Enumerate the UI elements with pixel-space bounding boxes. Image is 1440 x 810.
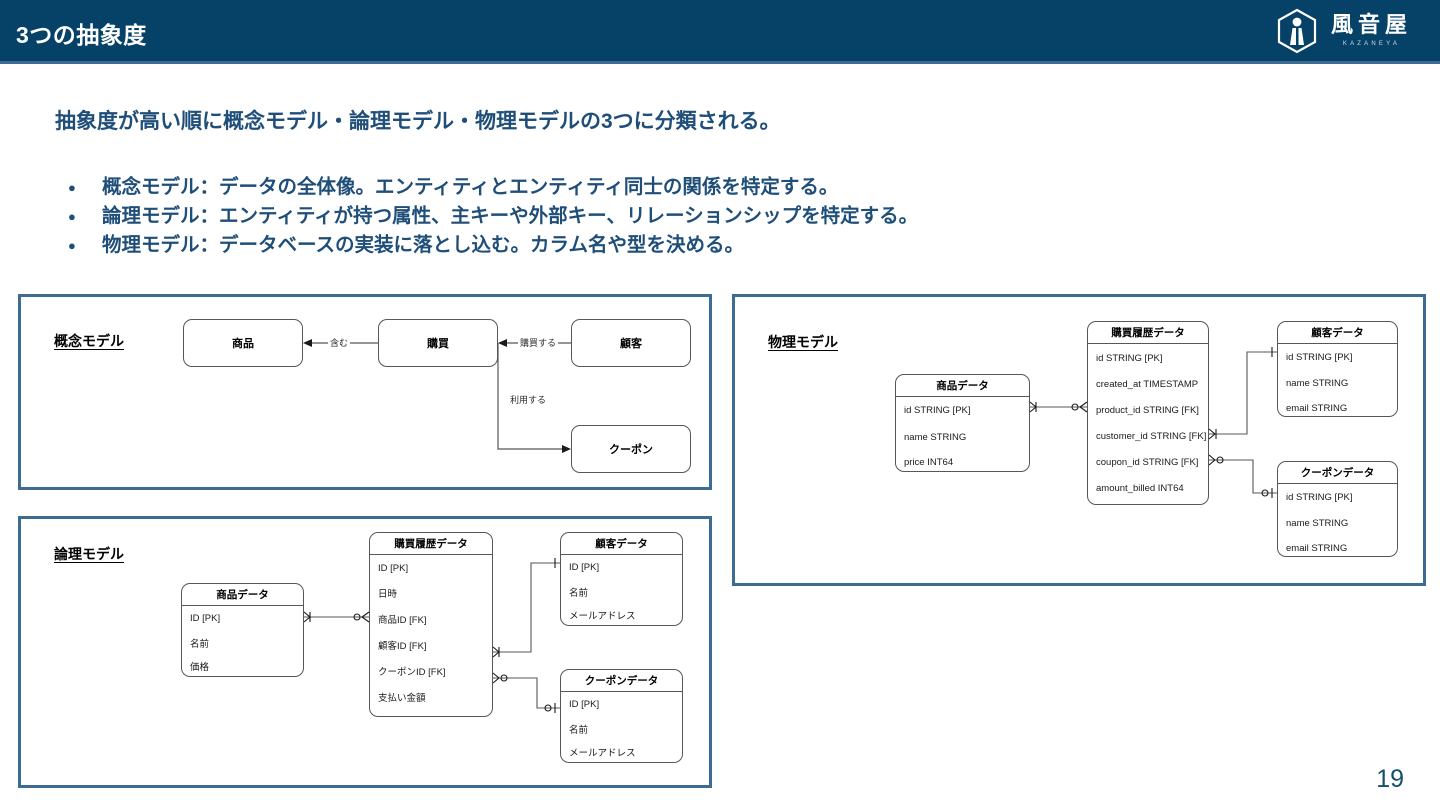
table-field: メールアドレス: [569, 748, 636, 759]
bullet-list: ● 概念モデル：データの全体像。エンティティとエンティティ同士の関係を特定する。…: [62, 173, 918, 260]
table-header: 購買履歴データ: [1088, 322, 1208, 344]
table-field: amount_billed INT64: [1096, 483, 1184, 494]
slide-header-bar: [0, 0, 1440, 61]
list-item: ● 物理モデル：データベースの実装に落とし込む。カラム名や型を決める。: [62, 231, 918, 260]
table-field: id STRING [PK]: [1096, 353, 1163, 364]
table-field: product_id STRING [FK]: [1096, 405, 1199, 416]
table-field: created_at TIMESTAMP: [1096, 379, 1199, 390]
bullet-marker-icon: ●: [68, 180, 76, 195]
table-field: email STRING: [1286, 403, 1348, 414]
concept-entity-label: クーポン: [609, 444, 653, 456]
table-field: 名前: [190, 639, 210, 650]
table-header: 購買履歴データ: [370, 533, 492, 555]
table-field: 名前: [569, 588, 589, 599]
concept-entity-coupon[interactable]: クーポン: [571, 425, 691, 473]
table-field: name STRING: [1286, 378, 1349, 389]
logical-model-title: 論理モデル: [54, 546, 124, 562]
table-field: id STRING [PK]: [1286, 492, 1353, 503]
bullet-marker-icon: ●: [68, 238, 76, 253]
table-header: 顧客データ: [1278, 322, 1397, 344]
table-header: 商品データ: [896, 375, 1029, 397]
physical-table-product[interactable]: 商品データ id STRING [PK] name STRING price I…: [895, 374, 1030, 472]
kazaneya-hexagon-logo-icon: [1277, 8, 1317, 54]
logical-table-product[interactable]: 商品データ ID [PK] 名前 価格: [181, 583, 304, 677]
physical-table-coupon[interactable]: クーポンデータ id STRING [PK] name STRING email…: [1277, 461, 1398, 557]
conceptual-model-panel: 概念モデル 商品 購買 顧客 クーポン 含む 購買する 利用する: [18, 294, 712, 490]
physical-model-panel: 物理モデル 商品データ id STRING [PK] name STRING p…: [732, 294, 1426, 586]
concept-edge-label-uses: 利用する: [508, 393, 549, 406]
table-field: name STRING: [1286, 518, 1349, 529]
physical-model-title: 物理モデル: [768, 334, 838, 350]
logical-table-coupon[interactable]: クーポンデータ ID [PK] 名前 メールアドレス: [560, 669, 683, 763]
table-header: クーポンデータ: [1278, 462, 1397, 484]
concept-entity-customer[interactable]: 顧客: [571, 319, 691, 367]
logical-table-purchase-history[interactable]: 購買履歴データ ID [PK] 日時 商品ID [FK] 顧客ID [FK] ク…: [369, 532, 493, 717]
table-field: name STRING: [904, 432, 967, 443]
table-field: ID [PK]: [190, 613, 221, 624]
list-item: ● 概念モデル：データの全体像。エンティティとエンティティ同士の関係を特定する。: [62, 173, 918, 202]
table-field: 日時: [378, 589, 398, 600]
table-field: coupon_id STRING [FK]: [1096, 457, 1199, 468]
bullet-marker-icon: ●: [68, 209, 76, 224]
table-field: ID [PK]: [378, 563, 409, 574]
table-field: 名前: [569, 725, 589, 736]
concept-entity-label: 購買: [427, 338, 449, 350]
logo-name: 風音屋: [1330, 13, 1412, 38]
header-accent-line: [0, 61, 1440, 64]
table-field: メールアドレス: [569, 611, 636, 622]
table-field: 顧客ID [FK]: [378, 641, 427, 652]
bullet-text: 論理モデル：エンティティが持つ属性、主キーや外部キー、リレーションシップを特定す…: [102, 205, 919, 227]
table-field: email STRING: [1286, 543, 1348, 554]
table-field: price INT64: [904, 457, 954, 468]
concept-edge-label-purchases: 購買する: [518, 336, 559, 349]
lead-sentence: 抽象度が高い順に概念モデル・論理モデル・物理モデルの3つに分類される。: [55, 110, 781, 133]
conceptual-connectors: [303, 339, 571, 453]
table-field: customer_id STRING [FK]: [1096, 431, 1207, 442]
bullet-text: 概念モデル：データの全体像。エンティティとエンティティ同士の関係を特定する。: [102, 176, 839, 198]
logical-model-panel: 論理モデル 商品データ ID [PK] 名前 価格 購買履歴データ ID [PK…: [18, 516, 712, 788]
concept-edge-label-contains: 含む: [328, 336, 351, 349]
list-item: ● 論理モデル：エンティティが持つ属性、主キーや外部キー、リレーションシップを特…: [62, 202, 918, 231]
physical-table-customer[interactable]: 顧客データ id STRING [PK] name STRING email S…: [1277, 321, 1398, 417]
page-title: 3つの抽象度: [16, 22, 147, 48]
conceptual-model-title: 概念モデル: [54, 333, 124, 349]
bullet-text: 物理モデル：データベースの実装に落とし込む。カラム名や型を決める。: [102, 234, 744, 256]
table-field: 商品ID [FK]: [378, 615, 427, 626]
physical-table-purchase-history[interactable]: 購買履歴データ id STRING [PK] created_at TIMEST…: [1087, 321, 1209, 505]
logo-wordmark: 風音屋 KAZANEYA: [1330, 13, 1412, 48]
table-field: ID [PK]: [569, 562, 600, 573]
concept-entity-label: 商品: [232, 338, 254, 350]
table-header: クーポンデータ: [561, 670, 682, 692]
physical-connectors: [1029, 347, 1277, 498]
table-field: 支払い金額: [378, 693, 426, 704]
logical-table-customer[interactable]: 顧客データ ID [PK] 名前 メールアドレス: [560, 532, 683, 626]
logo-subtitle: KAZANEYA: [1342, 41, 1401, 47]
table-field: クーポンID [FK]: [378, 667, 446, 678]
table-header: 商品データ: [182, 584, 303, 606]
brand-logo: 風音屋 KAZANEYA: [1274, 8, 1412, 54]
table-field: id STRING [PK]: [1286, 352, 1353, 363]
table-header: 顧客データ: [561, 533, 682, 555]
concept-entity-label: 顧客: [620, 338, 642, 350]
logical-connectors: [303, 558, 560, 713]
table-field: id STRING [PK]: [904, 405, 971, 416]
table-field: 価格: [190, 662, 210, 673]
page-number: 19: [1376, 765, 1404, 793]
concept-entity-product[interactable]: 商品: [183, 319, 303, 367]
table-field: ID [PK]: [569, 699, 600, 710]
